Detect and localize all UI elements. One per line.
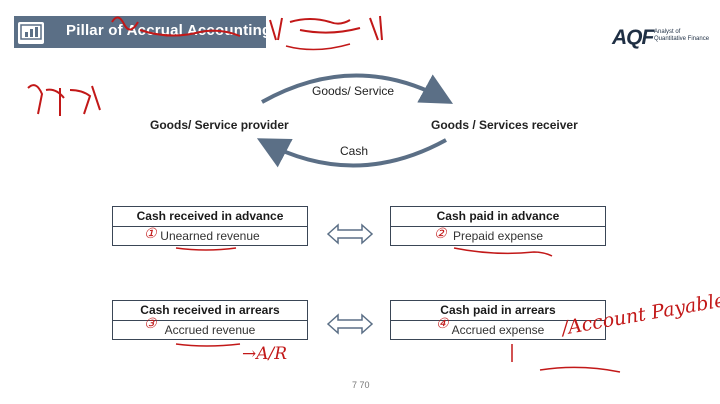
bottom-flow-label: Cash — [340, 144, 369, 158]
double-arrow-icon — [326, 313, 374, 335]
chart-icon — [18, 22, 44, 44]
logo-subtitle: Analyst of Quantitative Finance — [654, 29, 710, 42]
box-head: Cash received in advance — [113, 207, 307, 227]
box-body: Accrued expense — [451, 323, 545, 337]
receiver-label: Goods / Services receiver — [431, 118, 578, 132]
box-received-advance: Cash received in advance Unearned revenu… — [112, 206, 308, 246]
page-number: 7 70 — [352, 380, 370, 390]
provider-label: Goods/ Service provider — [150, 118, 289, 132]
slide-header: Pillar of Accrual Accounting AQF Analyst… — [0, 12, 720, 52]
flow-arcs — [256, 73, 454, 168]
double-arrow-icon — [326, 223, 374, 245]
box-received-arrears: Cash received in arrears Accrued revenue — [112, 300, 308, 340]
slide-title: Pillar of Accrual Accounting — [66, 22, 272, 39]
box-head: Cash paid in advance — [391, 207, 605, 227]
circle-four-mark: ④ — [436, 316, 449, 332]
box-body: Unearned revenue — [160, 229, 260, 243]
flow-diagram: Goods/ Service Goods/ Service provider G… — [0, 60, 720, 180]
top-flow-label: Goods/ Service — [312, 84, 395, 98]
logo-mark: AQF — [612, 26, 654, 49]
circle-one-mark: ① — [144, 226, 157, 242]
box-body: Accrued revenue — [164, 323, 256, 337]
box-paid-arrears: Cash paid in arrears Accrued expense — [390, 300, 606, 340]
circle-three-mark: ③ — [144, 316, 157, 332]
aqf-logo: AQF Analyst of Quantitative Finance — [612, 26, 712, 52]
circle-two-mark: ② — [434, 226, 447, 242]
box-paid-advance: Cash paid in advance Prepaid expense — [390, 206, 606, 246]
box-head: Cash paid in arrears — [391, 301, 605, 321]
account-payable-annotation: /Account Payable — [560, 289, 720, 340]
box-body: Prepaid expense — [452, 229, 544, 243]
box-head: Cash received in arrears — [113, 301, 307, 321]
ar-annotation: →A/R — [242, 344, 288, 364]
